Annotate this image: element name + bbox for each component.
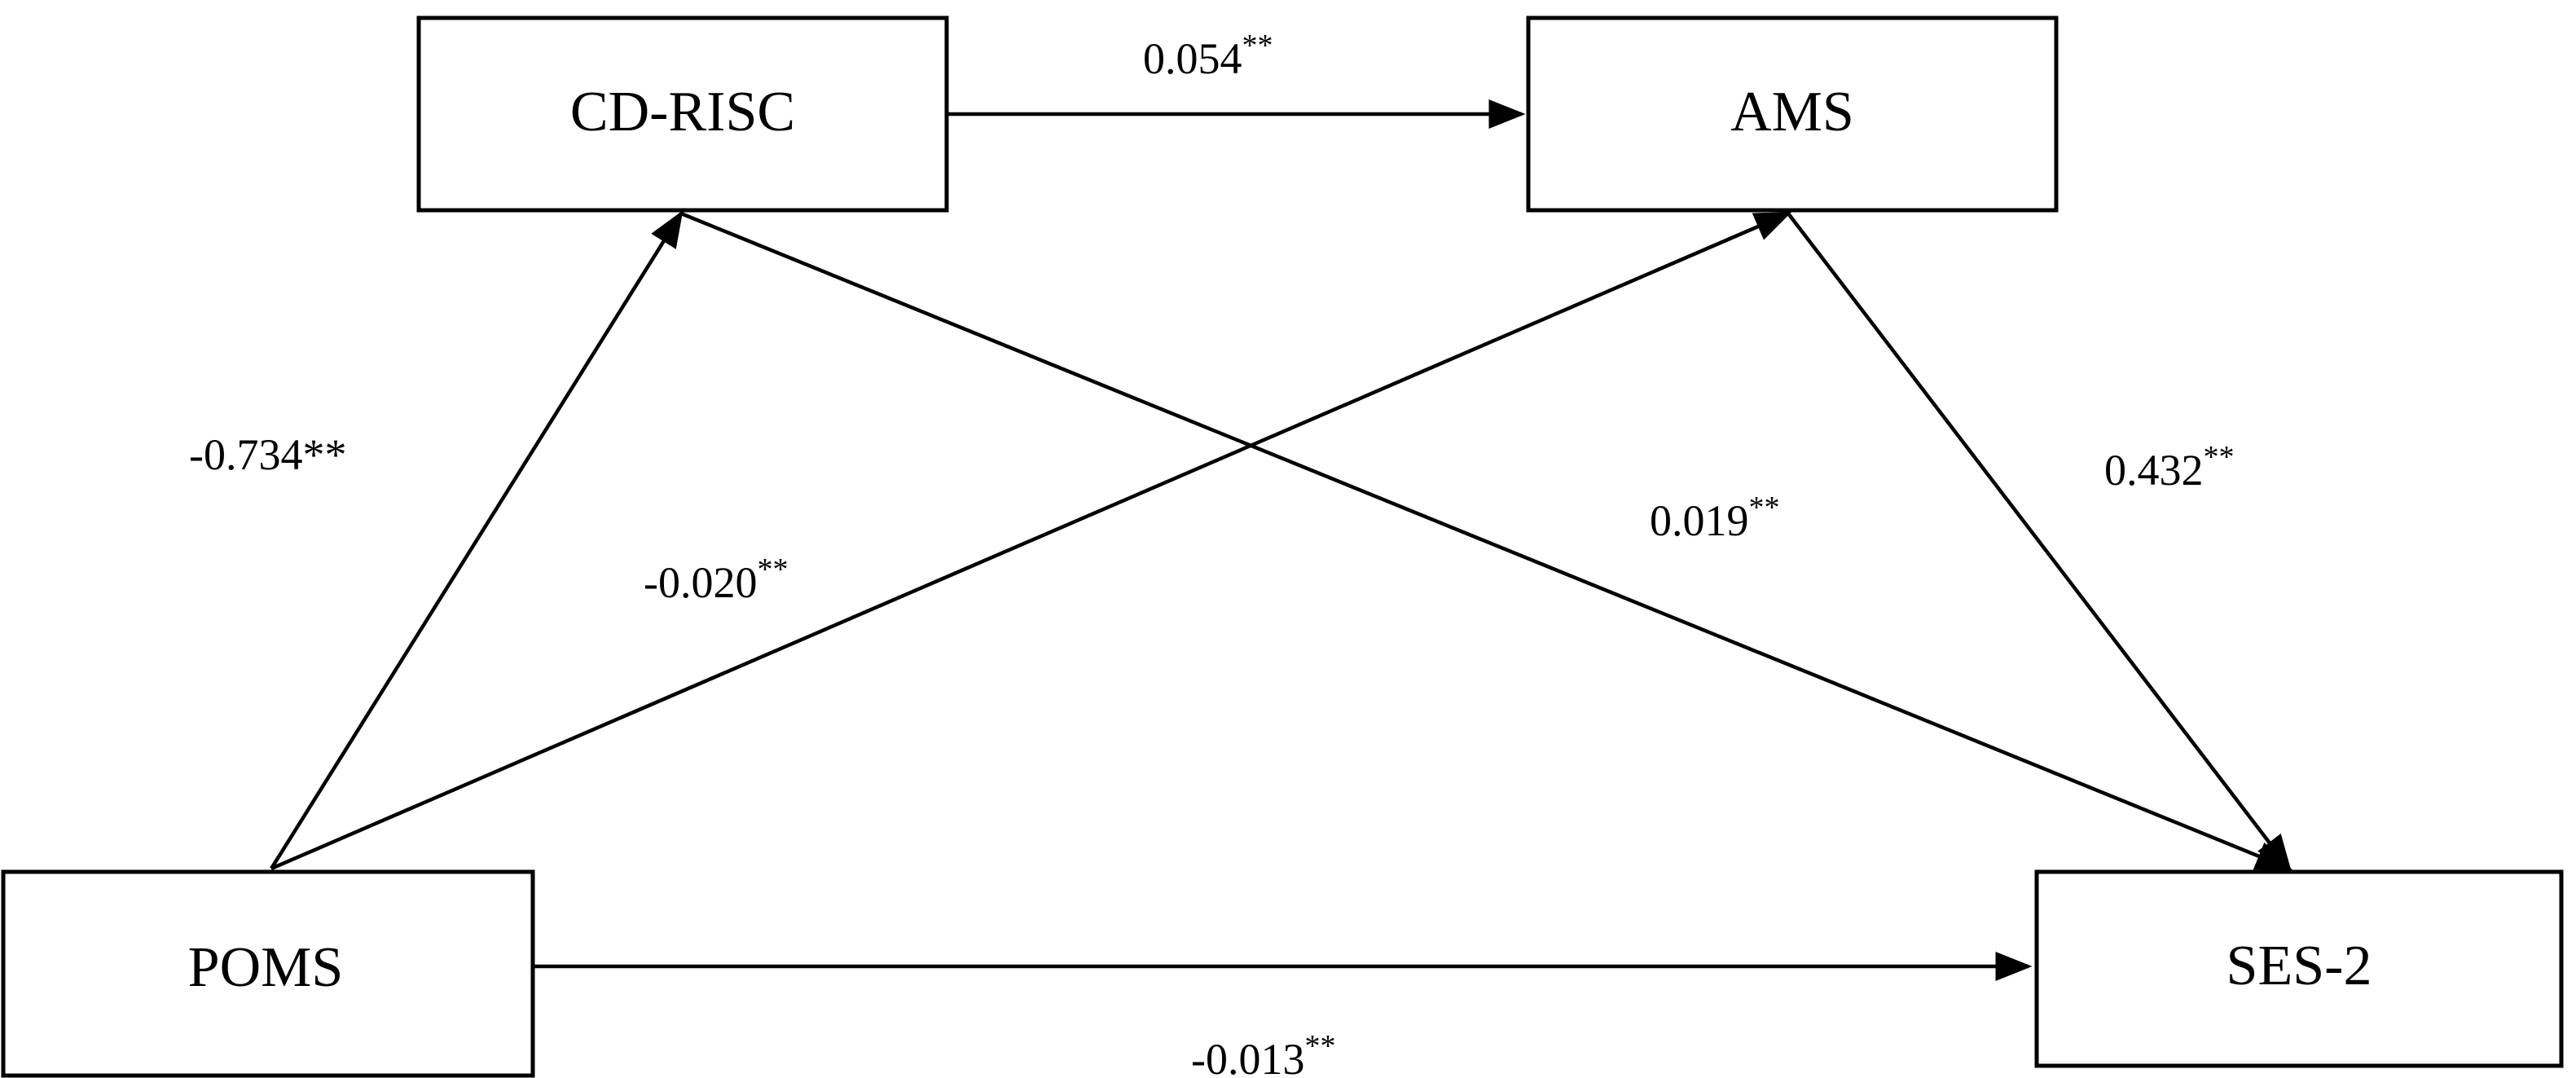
node-poms: POMS bbox=[1, 869, 535, 1078]
node-label-poms: POMS bbox=[188, 936, 344, 999]
edge-poms-to-ams bbox=[270, 211, 1792, 871]
coef-ams-to-ses2: 0.432** bbox=[2104, 440, 2235, 495]
coef-cdrisc-to-ses2: 0.019** bbox=[1650, 491, 1780, 545]
node-label-ams: AMS bbox=[1730, 81, 1854, 143]
edge-cdrisc-to-ses2 bbox=[680, 211, 2293, 871]
node-label-ses2: SES-2 bbox=[2227, 935, 2372, 997]
edge-ams-to-ses2 bbox=[1787, 212, 2292, 872]
coef-cdrisc-to-ams: 0.054** bbox=[1143, 29, 1273, 83]
node-box bbox=[2034, 869, 2564, 1068]
edges bbox=[270, 99, 2293, 981]
coef-poms-to-ses2: -0.013** bbox=[1191, 1029, 1335, 1078]
node-ams: AMS bbox=[1526, 15, 2059, 213]
edge-poms-to-cdrisc bbox=[270, 210, 684, 870]
node-box bbox=[416, 15, 949, 213]
node-cdrisc: CD-RISC bbox=[416, 15, 949, 213]
coef-poms-to-ams: -0.020** bbox=[644, 552, 788, 607]
node-label-cdrisc: CD-RISC bbox=[570, 81, 795, 143]
coefficients: 0.054** -0.734** -0.020** 0.019** 0.432*… bbox=[189, 29, 2235, 1078]
node-box bbox=[1, 869, 535, 1078]
coef-poms-to-cdrisc: -0.734** bbox=[189, 430, 346, 479]
node-box bbox=[1526, 15, 2059, 213]
node-ses2: SES-2 bbox=[2034, 869, 2564, 1068]
